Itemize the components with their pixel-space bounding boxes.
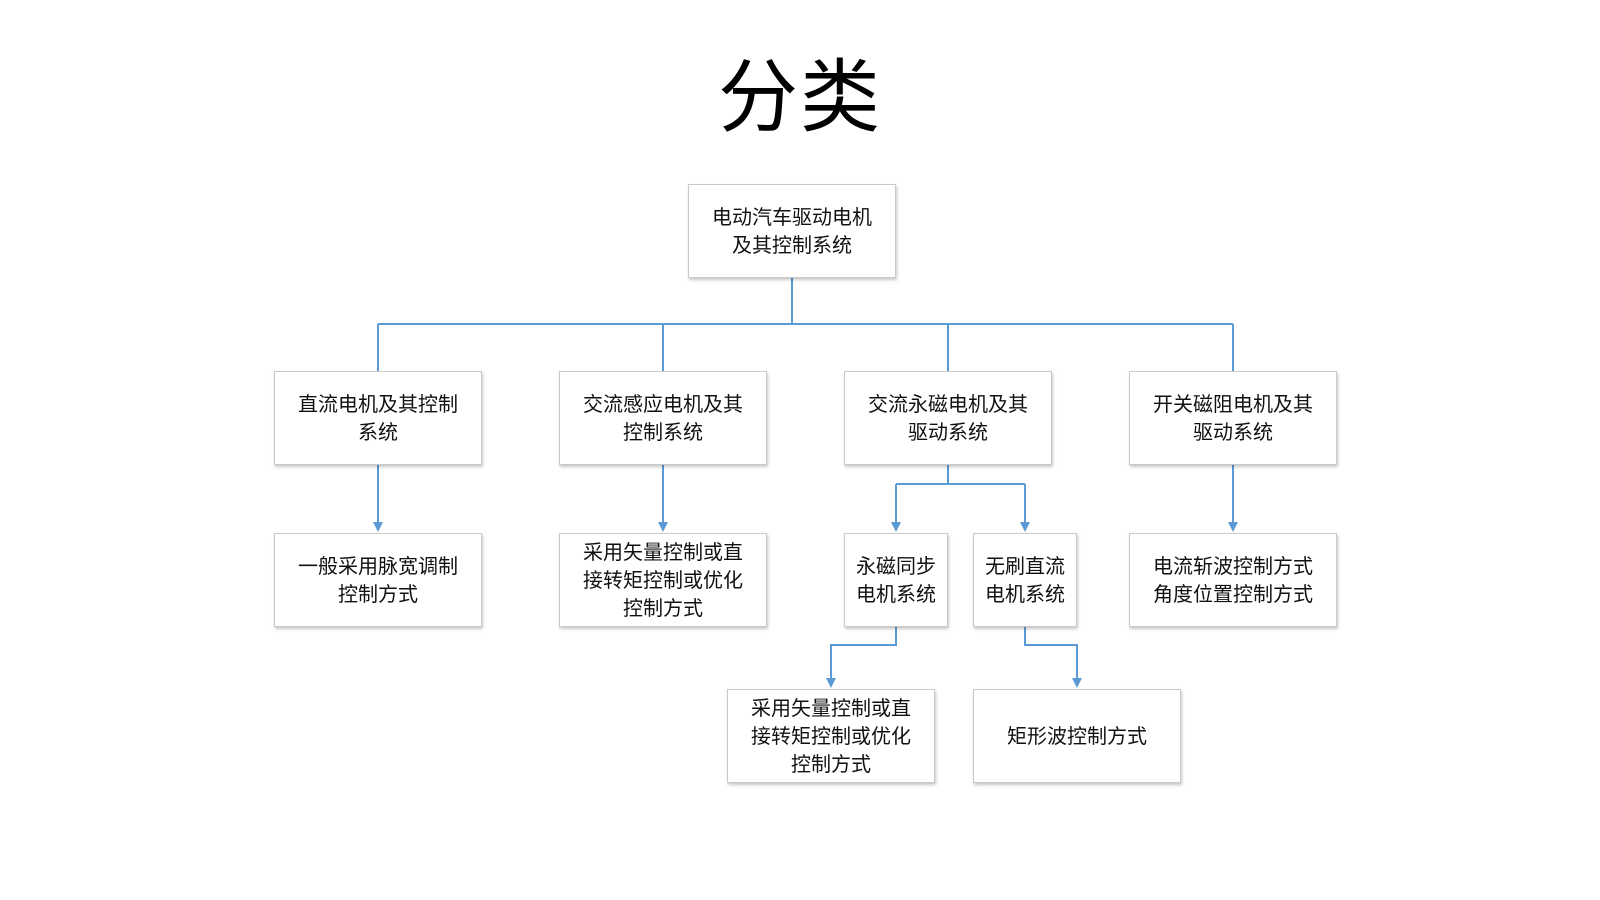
connector-bldc-to-control xyxy=(1024,627,1082,688)
node-ac-induction-motor-line: 控制系统 xyxy=(623,420,703,444)
node-pmsm-control-text: 采用矢量控制或直 接转矩控制或优化 控制方式 xyxy=(751,694,911,778)
node-srm-motor-line: 驱动系统 xyxy=(1193,420,1273,444)
node-srm-motor-line: 开关磁阻电机及其 xyxy=(1153,392,1313,416)
node-root-line: 及其控制系统 xyxy=(732,233,852,257)
node-dc-control-line: 一般采用脉宽调制 xyxy=(298,554,458,578)
node-dc-control-line: 控制方式 xyxy=(338,582,418,606)
node-bldc-control-line: 矩形波控制方式 xyxy=(1007,724,1147,748)
node-ac-induction-motor-text: 交流感应电机及其 控制系统 xyxy=(583,390,743,446)
node-srm-control-line: 电流斩波控制方式 xyxy=(1153,554,1313,578)
node-srm-motor-text: 开关磁阻电机及其 驱动系统 xyxy=(1153,390,1313,446)
connector-pmsm-to-control xyxy=(826,627,897,688)
node-induction-control-line: 接转矩控制或优化 xyxy=(583,568,743,592)
node-root-line: 电动汽车驱动电机 xyxy=(712,205,872,229)
node-ac-pm-motor-line: 驱动系统 xyxy=(908,420,988,444)
node-bldc-line: 无刷直流 xyxy=(985,554,1065,578)
node-bldc: 无刷直流 电机系统 xyxy=(973,533,1077,627)
node-pmsm-line: 电机系统 xyxy=(856,582,936,606)
node-ac-pm-motor-line: 交流永磁电机及其 xyxy=(868,392,1028,416)
node-dc-motor-line: 直流电机及其控制 xyxy=(298,392,458,416)
node-pmsm: 永磁同步 电机系统 xyxy=(844,533,948,627)
node-induction-control-line: 控制方式 xyxy=(623,596,703,620)
node-bldc-text: 无刷直流 电机系统 xyxy=(985,552,1065,608)
node-ac-pm-motor: 交流永磁电机及其 驱动系统 xyxy=(844,371,1052,465)
node-induction-control-text: 采用矢量控制或直 接转矩控制或优化 控制方式 xyxy=(583,538,743,622)
node-pmsm-control-line: 采用矢量控制或直 xyxy=(751,696,911,720)
node-pmsm-control-line: 接转矩控制或优化 xyxy=(751,724,911,748)
node-pmsm-control-line: 控制方式 xyxy=(791,752,871,776)
node-dc-control-text: 一般采用脉宽调制 控制方式 xyxy=(298,552,458,608)
node-bldc-control: 矩形波控制方式 xyxy=(973,689,1181,783)
node-ac-induction-motor-line: 交流感应电机及其 xyxy=(583,392,743,416)
node-dc-motor-text: 直流电机及其控制 系统 xyxy=(298,390,458,446)
node-pmsm-control: 采用矢量控制或直 接转矩控制或优化 控制方式 xyxy=(727,689,935,783)
node-srm-control: 电流斩波控制方式 角度位置控制方式 xyxy=(1129,533,1337,627)
node-dc-motor-line: 系统 xyxy=(358,420,398,444)
node-srm-control-line: 角度位置控制方式 xyxy=(1153,582,1313,606)
node-srm-control-text: 电流斩波控制方式 角度位置控制方式 xyxy=(1153,552,1313,608)
node-root: 电动汽车驱动电机 及其控制系统 xyxy=(688,184,896,278)
node-ac-pm-motor-text: 交流永磁电机及其 驱动系统 xyxy=(868,390,1028,446)
page-title: 分类 xyxy=(718,51,882,144)
node-pmsm-text: 永磁同步 电机系统 xyxy=(856,552,936,608)
node-induction-control-line: 采用矢量控制或直 xyxy=(583,540,743,564)
node-bldc-line: 电机系统 xyxy=(985,582,1065,606)
node-dc-control: 一般采用脉宽调制 控制方式 xyxy=(274,533,482,627)
node-bldc-control-text: 矩形波控制方式 xyxy=(1007,722,1147,750)
node-ac-induction-motor: 交流感应电机及其 控制系统 xyxy=(559,371,767,465)
node-root-text: 电动汽车驱动电机 及其控制系统 xyxy=(712,203,872,259)
node-dc-motor: 直流电机及其控制 系统 xyxy=(274,371,482,465)
node-srm-motor: 开关磁阻电机及其 驱动系统 xyxy=(1129,371,1337,465)
connector-acpm-trunk xyxy=(896,465,1025,485)
node-induction-control: 采用矢量控制或直 接转矩控制或优化 控制方式 xyxy=(559,533,767,627)
node-pmsm-line: 永磁同步 xyxy=(856,554,936,578)
